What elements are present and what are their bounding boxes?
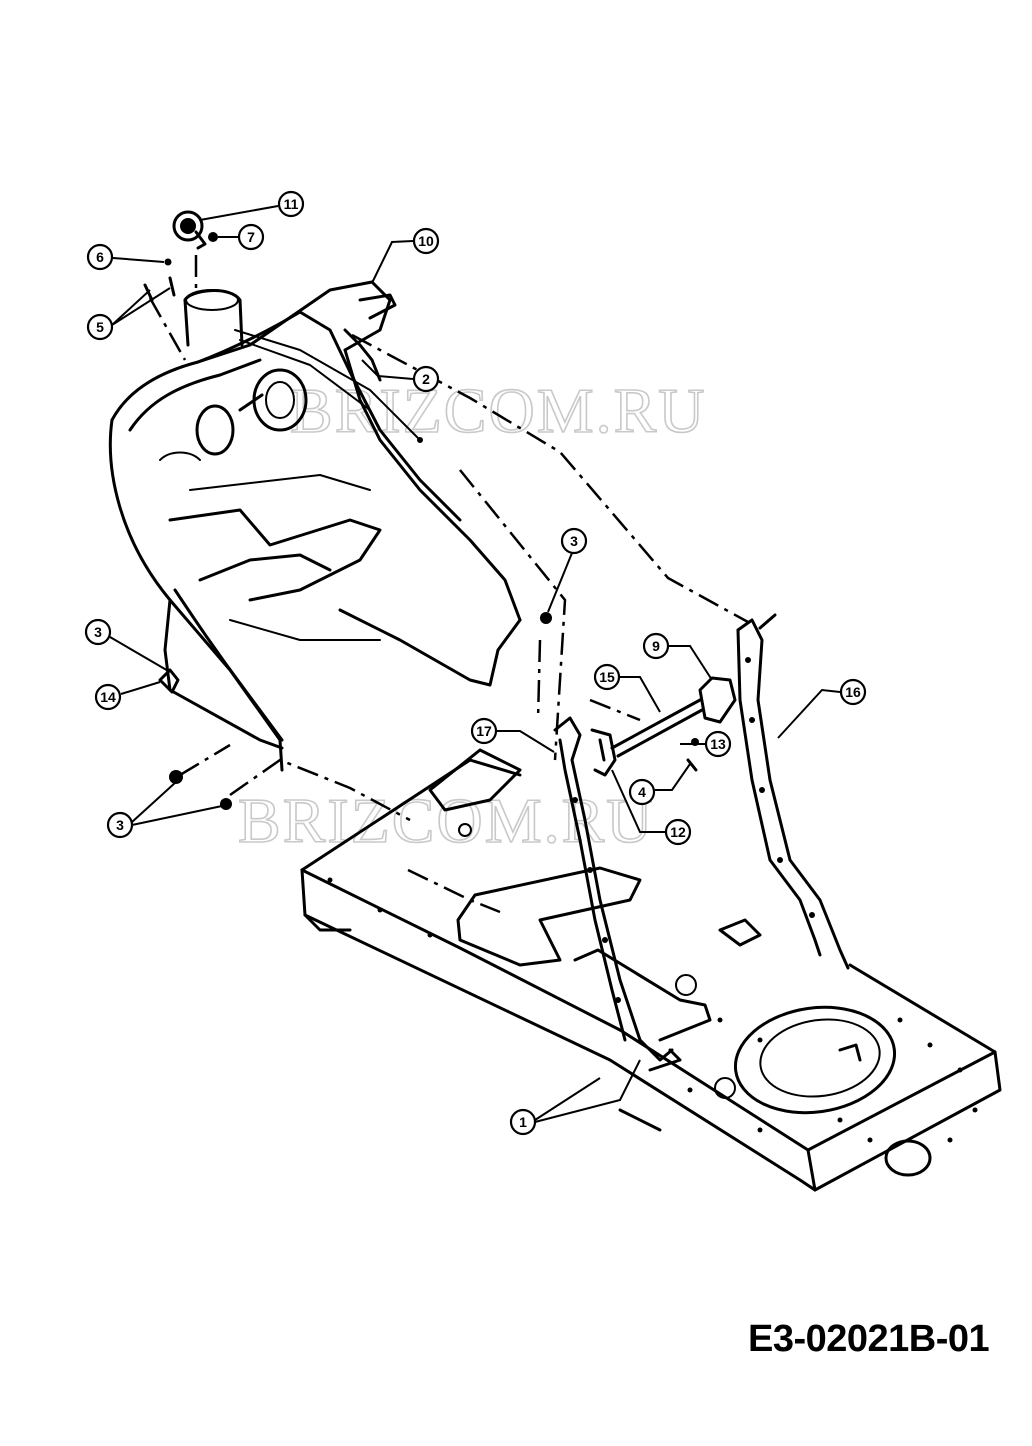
- callout-4-label: 4: [638, 784, 646, 800]
- watermark-bottom: BRIZCOM.RU: [238, 785, 655, 856]
- callout-5-label: 5: [96, 319, 104, 335]
- callout-12: 12: [611, 769, 692, 846]
- callout-2: 2: [361, 359, 440, 393]
- callout-10: 10: [371, 227, 440, 284]
- chassis-frame: [300, 748, 1002, 1192]
- callout-11-label: 11: [284, 196, 299, 212]
- callout-3-bottom: 3: [106, 781, 223, 839]
- callout-14: 14: [94, 681, 161, 711]
- left-upright: [553, 716, 674, 1062]
- callout-14-label: 14: [100, 689, 116, 705]
- callout-6: 6: [86, 243, 165, 271]
- side-panel-left: [158, 668, 180, 694]
- callout-3-top-label: 3: [570, 533, 578, 549]
- callout-10-label: 10: [418, 233, 434, 249]
- callout-7-label: 7: [247, 229, 255, 245]
- callout-6-label: 6: [96, 249, 104, 265]
- callout-16-label: 16: [845, 684, 861, 700]
- callout-1-label: 1: [519, 1114, 527, 1130]
- callout-2-label: 2: [422, 371, 430, 387]
- dashboard-shroud: [108, 280, 522, 772]
- callout-3-left-label: 3: [94, 624, 102, 640]
- callout-16: 16: [777, 678, 867, 739]
- brake-linkage: [590, 676, 737, 777]
- callout-17-label: 17: [476, 723, 492, 739]
- callout-5: 5: [86, 287, 171, 341]
- callout-13: 13: [680, 730, 732, 758]
- drawing-code: E3-02021B-01: [748, 1318, 990, 1360]
- callout-9: 9: [642, 632, 713, 681]
- callout-3-left: 3: [84, 618, 171, 673]
- callout-15: 15: [593, 663, 661, 713]
- callout-7: 7: [218, 223, 265, 251]
- callout-11: 11: [199, 190, 305, 221]
- callout-3-top: 3: [547, 527, 588, 613]
- callout-15-label: 15: [599, 669, 615, 685]
- callout-17: 17: [470, 717, 555, 753]
- callout-13-label: 13: [710, 736, 726, 752]
- callout-9-label: 9: [652, 638, 660, 654]
- callouts: 11 7 6 10 5 2: [84, 190, 867, 1136]
- callout-12-label: 12: [670, 824, 686, 840]
- key-switch: [172, 210, 207, 250]
- watermark-top: BRIZCOM.RU: [290, 375, 707, 446]
- right-upright: [736, 613, 850, 970]
- callout-3-bottom-label: 3: [116, 817, 124, 833]
- callout-4: 4: [628, 763, 691, 806]
- callout-1: 1: [509, 1059, 641, 1136]
